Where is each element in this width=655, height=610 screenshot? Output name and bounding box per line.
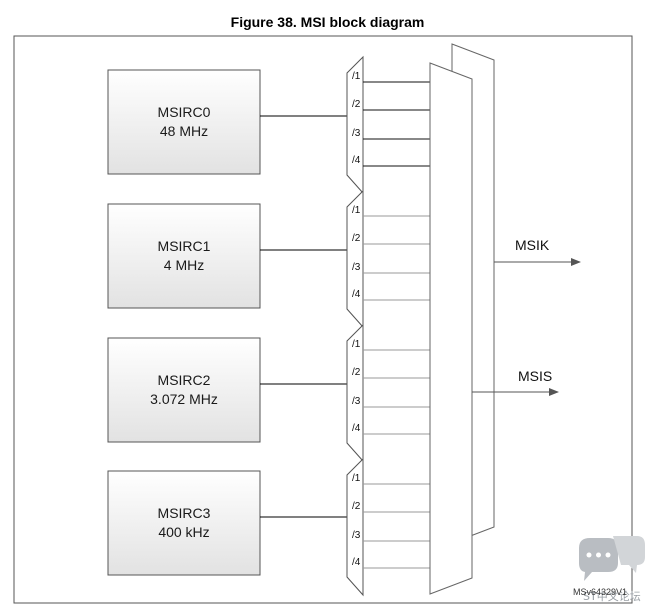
oscillator-block-msirc0 <box>107 69 261 175</box>
divider-fan-msirc3 <box>346 457 364 597</box>
oscillator-frequency: 4 MHz <box>164 257 204 273</box>
oscillator-name: MSIRC3 <box>158 505 211 521</box>
divider-label: /1 <box>352 473 361 484</box>
oscillator-block-msirc1 <box>107 203 261 309</box>
divider-label: /1 <box>352 339 361 350</box>
chat-bubble-icon <box>579 536 645 581</box>
divider-label: /2 <box>352 233 361 244</box>
divider-label: /1 <box>352 71 361 82</box>
divider-label: /3 <box>352 396 361 407</box>
watermark-text: ST中文论坛 <box>583 589 641 603</box>
divider-label: /4 <box>352 557 361 568</box>
msik-selector <box>429 62 473 595</box>
divider-label: /4 <box>352 155 361 166</box>
divider-label: /2 <box>352 99 361 110</box>
msik-label: MSIK <box>515 237 550 253</box>
msis-label: MSIS <box>518 368 552 384</box>
divider-label: /3 <box>352 128 361 139</box>
oscillator-frequency: 400 kHz <box>158 524 209 540</box>
divider-label: /2 <box>352 367 361 378</box>
figure-title: Figure 38. MSI block diagram <box>230 14 425 30</box>
divider-label: /4 <box>352 289 361 300</box>
oscillator-block-msirc3 <box>107 470 261 576</box>
divider-label: /3 <box>352 530 361 541</box>
divider-label: /1 <box>352 205 361 216</box>
oscillator-name: MSIRC1 <box>158 238 211 254</box>
oscillator-block-msirc2 <box>107 337 261 443</box>
figure-reference: MSv64329V1 <box>573 587 627 597</box>
divider-label: /2 <box>352 501 361 512</box>
oscillator-name: MSIRC0 <box>158 104 211 120</box>
oscillator-name: MSIRC2 <box>158 372 211 388</box>
oscillator-frequency: 3.072 MHz <box>150 391 218 407</box>
oscillator-frequency: 48 MHz <box>160 123 208 139</box>
diagram-frame <box>13 35 633 604</box>
divider-label: /3 <box>352 262 361 273</box>
divider-label: /4 <box>352 423 361 434</box>
